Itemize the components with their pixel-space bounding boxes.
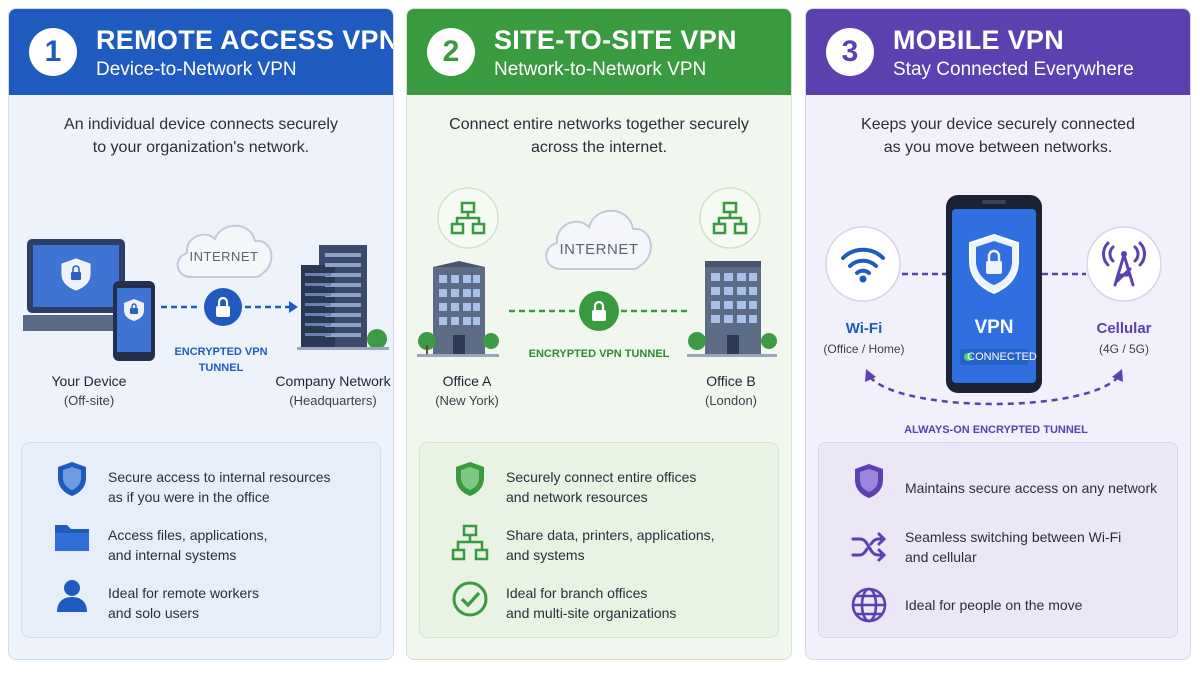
panel-description: Keeps your device securely connected as … [861,116,1135,156]
connected-status-badge: CONNECTED [967,351,1037,363]
phone-vpn-label: VPN [974,317,1014,338]
feature-item: Share data, printers, applications, and … [506,527,715,563]
feature-item: Secure access to internal resources as i… [108,469,331,505]
right-node-label: Office B (London) [704,373,758,408]
panel-site-to-site-vpn: 2 SITE-TO-SITE VPN Network-to-Network VP… [406,8,792,660]
shield-icon [849,461,889,501]
panel-title: MOBILE VPN [893,25,1065,55]
always-on-tunnel-arrow [862,367,1126,417]
panel-description: Connect entire networks together securel… [449,116,749,156]
feature-item: Ideal for remote workers and solo users [108,585,259,621]
folder-icon [52,517,92,557]
panel-header: 2 SITE-TO-SITE VPN Network-to-Network VP… [407,9,791,95]
panel-description: An individual device connects securely t… [64,116,338,156]
wifi-icon [824,225,902,303]
user-icon [52,575,92,615]
cellular-tower-icon [1085,225,1163,303]
check-circle-icon [450,579,490,619]
laptop-phone-icon [23,231,163,363]
shield-icon [52,459,92,499]
feature-card: Securely connect entire offices and netw… [419,442,779,638]
office-building-icon [417,261,499,357]
shuffle-icon [849,527,889,567]
globe-icon [849,585,889,625]
panel-number: 1 [29,28,77,76]
feature-item: Access files, applications, and internal… [108,527,268,563]
wifi-link-line [902,271,946,277]
feature-item: Securely connect entire offices and netw… [506,469,697,505]
tunnel-label: ENCRYPTED VPN TUNNEL [174,346,268,374]
feature-item: Ideal for people on the move [905,597,1083,613]
panel-title: SITE-TO-SITE VPN [494,25,737,55]
cloud-label: INTERNET [559,241,639,258]
panel-subtitle: Stay Connected Everywhere [893,59,1134,80]
panel-number: 3 [826,28,874,76]
panel-subtitle: Network-to-Network VPN [494,59,707,80]
feature-card: Maintains secure access on any network S… [818,442,1178,638]
network-icon [450,523,490,563]
office-building-icon [687,257,777,357]
feature-item: Ideal for branch offices and multi-site … [506,585,677,621]
company-server-icon [297,239,389,351]
network-icon [699,187,761,249]
tunnel-label: ENCRYPTED VPN TUNNEL [528,348,670,360]
feature-item: Maintains secure access on any network [905,480,1158,496]
smartphone-vpn: VPN CONNECTED [946,195,1042,395]
panel-subtitle: Device-to-Network VPN [96,59,297,80]
internet-cloud: INTERNET [169,215,279,283]
internet-cloud: INTERNET [537,199,661,275]
vpn-tunnel-arrow [161,283,299,333]
panel-header: 3 MOBILE VPN Stay Connected Everywhere [806,9,1190,95]
panel-mobile-vpn: 3 MOBILE VPN Stay Connected Everywhere K… [805,8,1191,660]
feature-card: Secure access to internal resources as i… [21,442,381,638]
panel-header: 1 REMOTE ACCESS VPN Device-to-Network VP… [9,9,393,95]
network-icon [437,187,499,249]
left-node-label: Office A (New York) [435,373,499,408]
shield-icon [450,459,490,499]
panel-title: REMOTE ACCESS VPN [96,25,394,55]
vpn-tunnel-line [509,289,689,333]
panel-remote-access-vpn: 1 REMOTE ACCESS VPN Device-to-Network VP… [8,8,394,660]
feature-item: Seamless switching between Wi-Fi and cel… [905,529,1122,565]
right-node-label: Company Network (Headquarters) [275,373,391,408]
tunnel-label: ALWAYS-ON ENCRYPTED TUNNEL [904,424,1088,436]
cellular-link-line [1042,271,1086,277]
left-node-label: Wi-Fi (Office / Home) [823,320,905,356]
cloud-label: INTERNET [189,249,259,264]
panel-number: 2 [427,28,475,76]
left-node-label: Your Device (Off-site) [51,373,127,408]
right-node-label: Cellular (4G / 5G) [1096,320,1152,356]
